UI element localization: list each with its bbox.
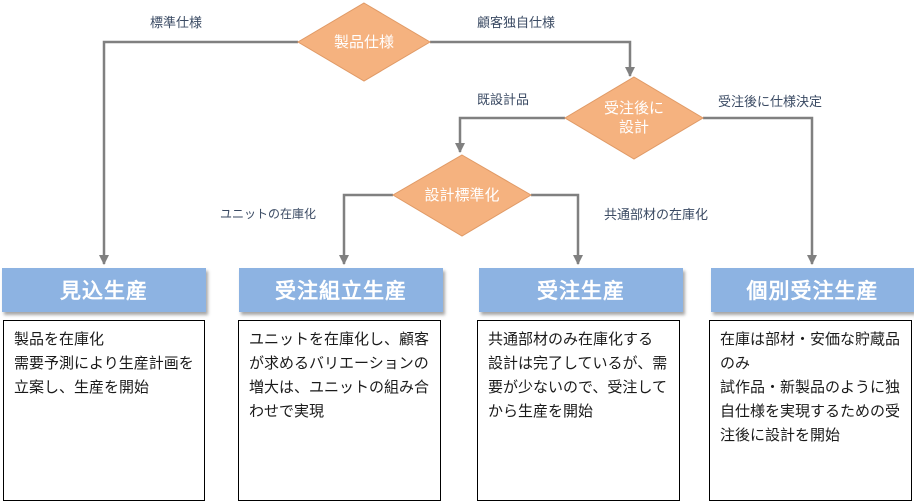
edge-label-unit-stock: ユニットの在庫化: [220, 207, 317, 221]
diamond-design-after-order: [564, 76, 704, 160]
diamond-spec: [297, 2, 431, 82]
diamond-design-standard: [392, 154, 532, 237]
diamond-spec-label: 製品仕様: [333, 33, 394, 51]
header-make-to-order: 受注生産: [479, 268, 683, 312]
connector-existing-design: [455, 116, 565, 153]
description-assemble-to-order: ユニットを在庫化し、顧客が求めるバリエーションの増大は、ユニットの組み合わせで実…: [238, 320, 441, 501]
connector-custom-spec: [430, 40, 635, 77]
edge-label-existing-design: 既設計品: [477, 93, 530, 108]
diamond-design-standard-label: 設計標準化: [424, 186, 500, 204]
description-engineer-to-order: 在庫は部材・安価な貯蔵品のみ 試作品・新製品のように独自仕様を実現するための受注…: [709, 320, 912, 501]
description-make-to-order: 共通部材のみ在庫化する 設計は完了しているが、需要が少ないので、受注してから生産…: [477, 320, 680, 501]
header-assemble-to-order: 受注組立生産: [239, 268, 443, 312]
edge-label-custom-spec: 顧客独自仕様: [477, 16, 556, 31]
header-engineer-to-order: 個別受注生産: [711, 268, 914, 312]
description-make-to-stock: 製品を在庫化 需要予測により生産計画を立案し、生産を開始: [3, 320, 205, 501]
edge-label-spec-after-order: 受注後に仕様決定: [718, 95, 823, 110]
connector-unit-stock: [339, 193, 393, 265]
edge-label-common-parts-stock: 共通部材の在庫化: [604, 208, 709, 223]
header-make-to-stock: 見込生産: [2, 268, 206, 312]
connector-common-parts-stock: [531, 193, 583, 265]
connector-standard-spec: [99, 40, 298, 265]
diamond-design-after-order-label: 受注後に 設計: [603, 99, 664, 136]
connector-spec-after-order: [703, 116, 817, 265]
edge-label-standard-spec: 標準仕様: [150, 16, 203, 31]
